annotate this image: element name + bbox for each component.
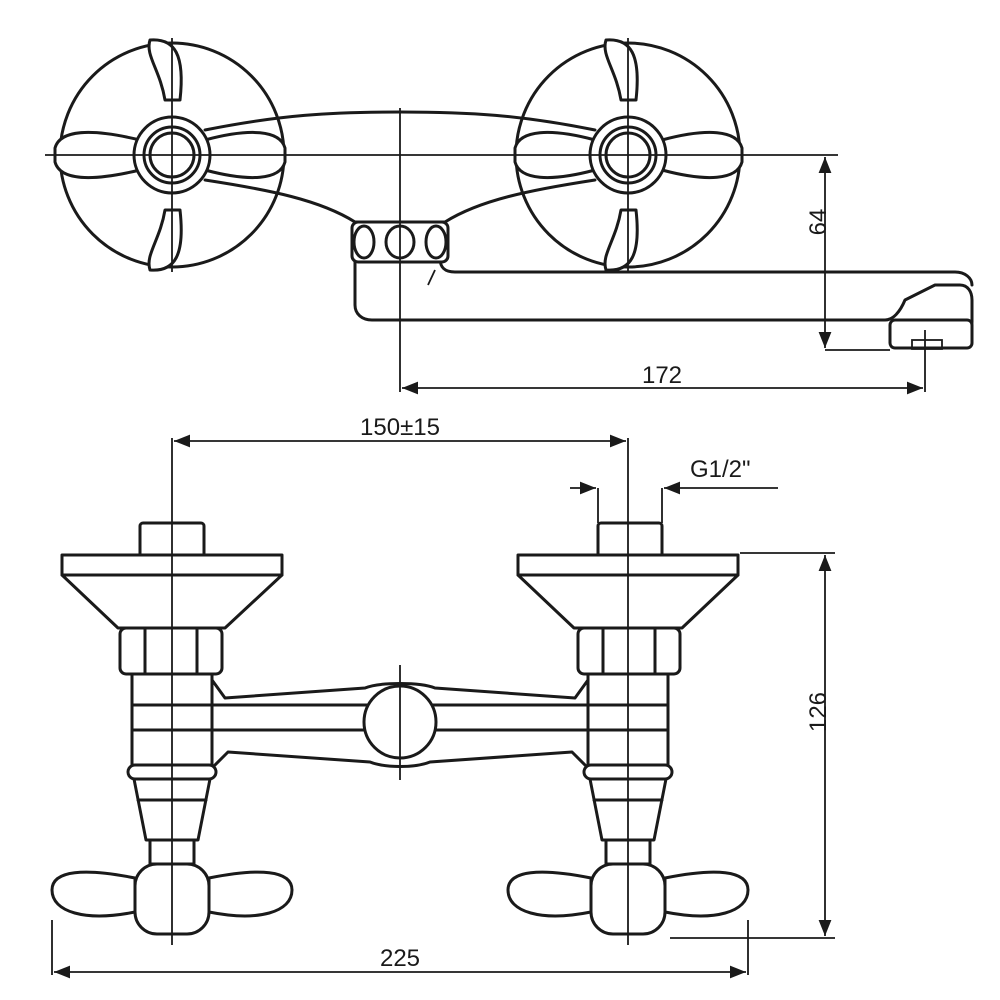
- dimension-label-150: 150±15: [360, 414, 440, 441]
- dimension-label-172: 172: [642, 362, 682, 389]
- dimension-label-64: 64: [805, 209, 832, 236]
- front-view: 150±15 G1/2" 126 225: [50, 414, 835, 979]
- top-view-diverter-hole-left: [352, 224, 376, 260]
- front-view-valve-body-right: [586, 672, 670, 770]
- top-view-aerator: [888, 318, 974, 350]
- dimension-label-126: 126: [805, 692, 832, 732]
- front-view-nut-left: [118, 626, 224, 676]
- top-view-spout: [353, 256, 974, 338]
- top-view-spout-corner: [427, 269, 436, 286]
- front-view-inlet-right: [596, 521, 664, 559]
- top-view-aerator-outlet: [911, 339, 943, 350]
- dimension-label-thread: G1/2": [690, 456, 751, 483]
- front-view-lever-right: [506, 862, 750, 936]
- front-view-nut-right: [576, 626, 682, 676]
- top-view: 64 172: [45, 38, 974, 395]
- top-view-diverter-hole-right: [424, 224, 448, 260]
- dimension-label-225: 225: [380, 945, 420, 972]
- front-view-valve-body-left: [130, 672, 214, 770]
